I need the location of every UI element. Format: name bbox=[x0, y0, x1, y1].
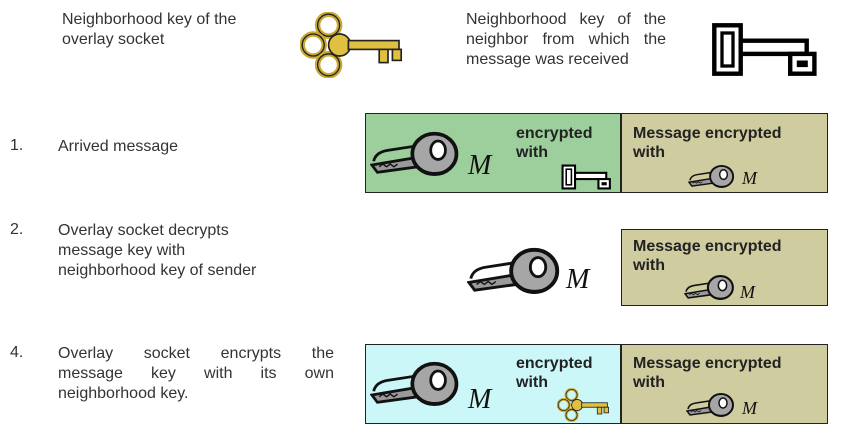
step-2-text-line2: message key with bbox=[58, 242, 186, 259]
message-key-m: M bbox=[742, 168, 757, 188]
black-square-key-icon bbox=[560, 164, 614, 190]
encrypted-label: encrypted bbox=[516, 125, 593, 142]
with-label: with bbox=[633, 374, 665, 391]
step-1-text: Arrived message bbox=[58, 138, 179, 155]
step-number: 1. bbox=[10, 137, 24, 154]
message-key-m: M bbox=[740, 282, 755, 302]
encrypted-label: encrypted bbox=[516, 355, 593, 372]
gold-ornate-key-icon bbox=[557, 388, 613, 422]
gray-message-key-icon bbox=[370, 360, 462, 406]
gold-ornate-key-icon bbox=[300, 12, 410, 78]
message-key-m: M bbox=[566, 264, 590, 295]
neighbor-key-legend-line2: neighbor from which the bbox=[466, 31, 666, 48]
message-box bbox=[621, 229, 828, 306]
with-label: with bbox=[633, 257, 665, 274]
overlay-key-legend-line1: Neighborhood key of the bbox=[62, 11, 237, 28]
with-label: with bbox=[516, 374, 548, 391]
black-square-key-icon bbox=[710, 22, 822, 77]
message-encrypted-label: Message encrypted bbox=[633, 125, 782, 142]
step-4-text-line3: neighborhood key. bbox=[58, 385, 189, 402]
step-number: 2. bbox=[10, 221, 24, 238]
step-4-text-line2: message key with its own bbox=[58, 365, 334, 382]
with-label: with bbox=[516, 144, 548, 161]
gray-message-key-icon bbox=[684, 274, 736, 300]
message-encrypted-label: Message encrypted bbox=[633, 238, 782, 255]
message-encrypted-label: Message encrypted bbox=[633, 355, 782, 372]
step-number: 4. bbox=[10, 344, 24, 361]
gray-message-key-icon bbox=[688, 164, 736, 188]
step-2-text-line1: Overlay socket decrypts bbox=[58, 222, 229, 239]
gray-message-key-icon bbox=[466, 246, 564, 294]
overlay-key-legend-line2: overlay socket bbox=[62, 31, 165, 48]
message-key-m: M bbox=[468, 384, 492, 415]
message-key-m: M bbox=[468, 150, 492, 181]
gray-message-key-icon bbox=[686, 392, 736, 417]
message-key-m: M bbox=[742, 398, 757, 418]
arrived-outer-box bbox=[365, 113, 621, 193]
step-2-text-line3: neighborhood key of sender bbox=[58, 262, 257, 279]
step-4-text-line1: Overlay socket encrypts the bbox=[58, 345, 334, 362]
neighbor-key-legend-line3: message was received bbox=[466, 51, 629, 68]
with-label: with bbox=[633, 144, 665, 161]
gray-message-key-icon bbox=[370, 130, 462, 176]
neighbor-key-legend-line1: Neighborhood key of the bbox=[466, 11, 666, 28]
